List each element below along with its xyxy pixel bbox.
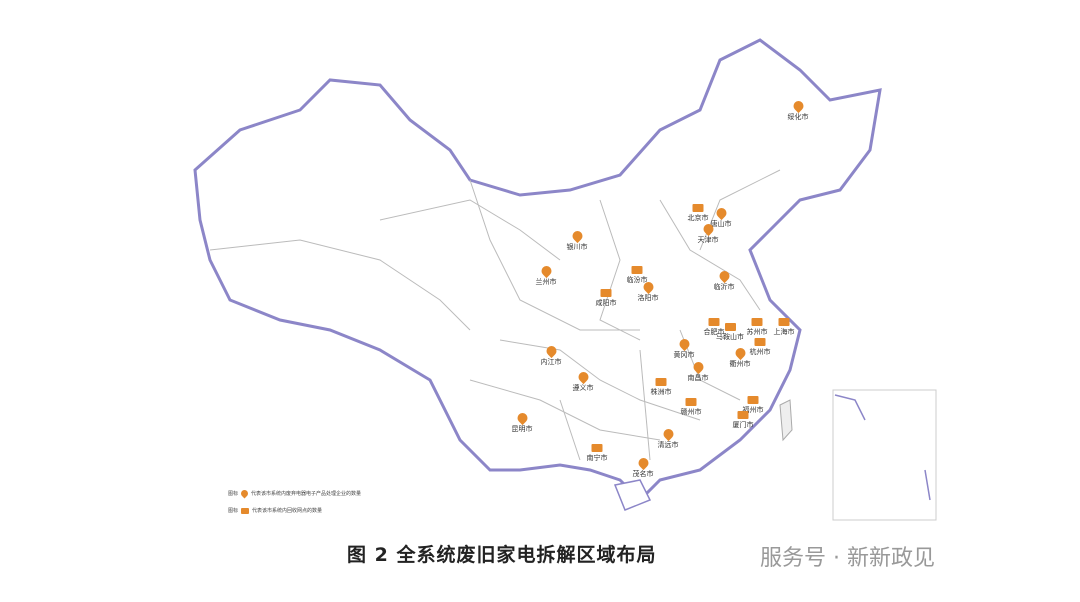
- city-marker: 茂名市: [632, 455, 654, 479]
- city-marker: 株洲市: [651, 378, 672, 397]
- city-marker: 临沂市: [713, 268, 735, 292]
- city-label: 咸阳市: [595, 299, 617, 307]
- country-border: [193, 38, 882, 503]
- south-china-sea-inset: [832, 389, 937, 521]
- pin-marker-icon: [713, 205, 729, 221]
- city-label: 银川市: [566, 243, 588, 251]
- city-label: 遵义市: [572, 384, 594, 392]
- city-marker: 北京市: [688, 204, 709, 223]
- city-label: 合肥市: [703, 328, 725, 336]
- pin-marker-icon: [640, 279, 656, 295]
- box-marker-icon: [655, 378, 667, 386]
- city-label: 福州市: [742, 406, 764, 414]
- city-label: 内江市: [540, 358, 562, 366]
- pin-marker-icon: [575, 369, 591, 385]
- city-label: 绥化市: [787, 113, 809, 121]
- city-label: 赣州市: [680, 408, 702, 416]
- pin-marker-icon: [514, 410, 530, 426]
- box-marker-icon: [747, 396, 759, 404]
- city-label: 洛阳市: [637, 294, 659, 302]
- city-label: 茂名市: [632, 470, 654, 478]
- box-marker-icon: [724, 323, 736, 331]
- city-label: 南昌市: [687, 374, 709, 382]
- city-label: 唐山市: [710, 220, 732, 228]
- city-marker: 福州市: [743, 396, 764, 415]
- city-marker: 赣州市: [681, 398, 702, 417]
- city-marker: 昆明市: [511, 410, 533, 434]
- city-label: 厦门市: [732, 421, 754, 429]
- city-label: 天津市: [697, 236, 719, 244]
- city-label: 南宁市: [586, 454, 608, 462]
- pin-marker-icon: [790, 98, 806, 114]
- city-label: 衢州市: [729, 360, 751, 368]
- city-label: 苏州市: [746, 328, 768, 336]
- city-marker: 清远市: [657, 426, 679, 450]
- box-marker-icon: [751, 318, 763, 326]
- city-label: 马鞍山市: [716, 333, 744, 341]
- box-marker-icon: [737, 411, 749, 419]
- city-marker: 唐山市: [710, 205, 732, 229]
- city-label: 兰州市: [535, 278, 557, 286]
- city-marker: 合肥市: [704, 318, 725, 337]
- pin-marker-icon: [239, 488, 250, 499]
- city-marker: 上海市: [774, 318, 795, 337]
- pin-marker-icon: [732, 345, 748, 361]
- legend-prefix: 图标: [228, 508, 239, 514]
- city-marker: 绥化市: [787, 98, 809, 122]
- box-marker-icon: [685, 398, 697, 406]
- city-marker: 兰州市: [535, 263, 557, 287]
- city-label: 昆明市: [511, 425, 533, 433]
- city-label: 上海市: [773, 328, 795, 336]
- box-marker-icon: [692, 204, 704, 212]
- box-marker-icon: [591, 444, 603, 452]
- city-label: 北京市: [687, 214, 709, 222]
- legend-prefix: 图标: [228, 491, 239, 497]
- figure-caption: 图 2 全系统废旧家电拆解区域布局: [347, 544, 657, 566]
- city-marker: 咸阳市: [596, 289, 617, 308]
- city-marker: 南昌市: [687, 359, 709, 383]
- city-label: 清远市: [657, 441, 679, 449]
- city-marker: 天津市: [697, 221, 719, 245]
- city-marker: 杭州市: [750, 338, 771, 357]
- city-label: 株洲市: [650, 388, 672, 396]
- city-marker: 内江市: [540, 343, 562, 367]
- legend-item-pin: 图标 代表该市系统内废弃电器电子产品处理企业的数量: [228, 488, 362, 499]
- legend-text: 代表该市系统内废弃电器电子产品处理企业的数量: [251, 491, 362, 497]
- city-label: 临沂市: [713, 283, 735, 291]
- pin-marker-icon: [569, 228, 585, 244]
- box-marker-icon: [600, 289, 612, 297]
- city-marker: 南宁市: [587, 444, 608, 463]
- pin-marker-icon: [538, 263, 554, 279]
- city-marker: 苏州市: [747, 318, 768, 337]
- box-marker-icon: [754, 338, 766, 346]
- city-marker: 遵义市: [572, 369, 594, 393]
- legend-item-box: 图标 代表该市系统内回收网点的数量: [228, 507, 322, 514]
- watermark: 服务号 · 新新政见: [760, 546, 935, 571]
- pin-marker-icon: [635, 455, 651, 471]
- city-marker: 银川市: [566, 228, 588, 252]
- pin-marker-icon: [716, 268, 732, 284]
- pin-marker-icon: [543, 343, 559, 359]
- city-label: 黄冈市: [673, 351, 695, 359]
- city-label: 临汾市: [626, 276, 648, 284]
- pin-marker-icon: [700, 221, 716, 237]
- box-marker-icon: [241, 507, 250, 514]
- city-marker: 厦门市: [733, 411, 754, 430]
- pin-marker-icon: [676, 336, 692, 352]
- box-marker-icon: [778, 318, 790, 326]
- city-marker: 黄冈市: [673, 336, 695, 360]
- city-marker: 洛阳市: [637, 279, 659, 303]
- legend-text: 代表该市系统内回收网点的数量: [252, 508, 323, 514]
- city-marker: 马鞍山市: [716, 323, 744, 342]
- pin-marker-icon: [690, 359, 706, 375]
- box-marker-icon: [631, 266, 643, 274]
- city-marker: 衢州市: [729, 345, 751, 369]
- city-label: 杭州市: [749, 348, 771, 356]
- city-marker: 临汾市: [627, 266, 648, 285]
- box-marker-icon: [708, 318, 720, 326]
- pin-marker-icon: [660, 426, 676, 442]
